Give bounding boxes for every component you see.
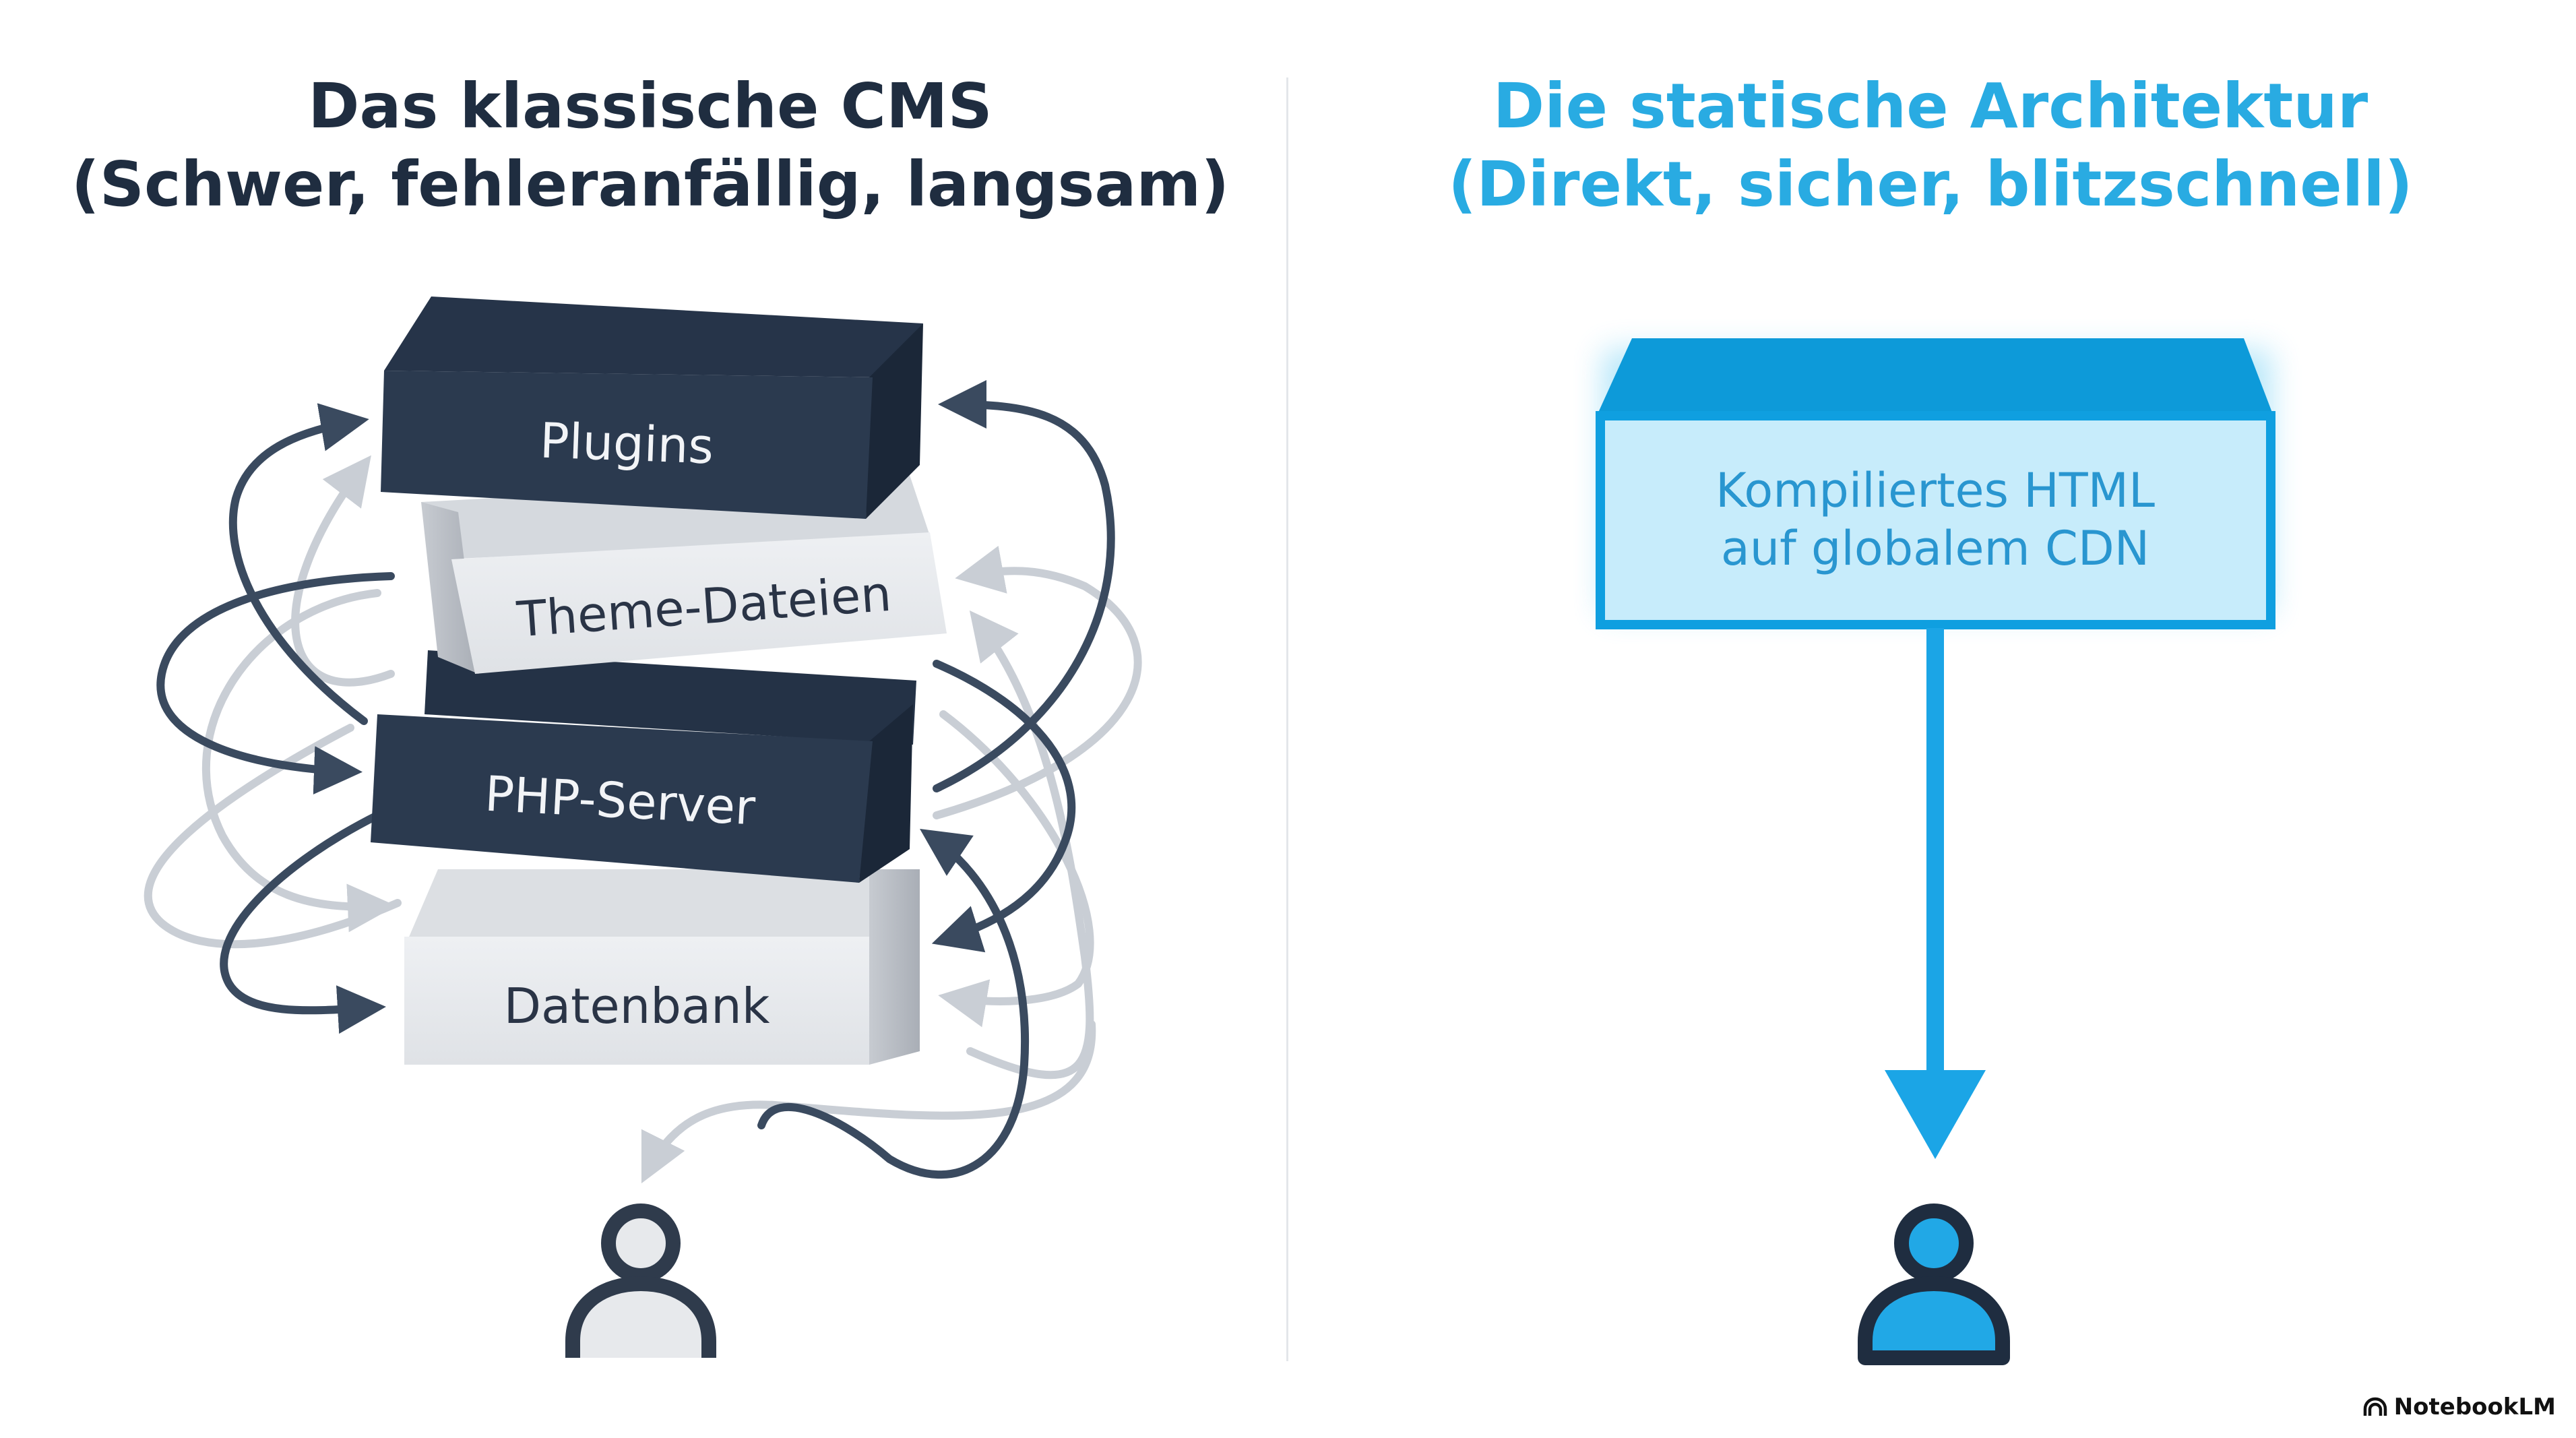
arrow-light-1 xyxy=(201,589,396,933)
cdn-box-lid xyxy=(1598,338,2272,412)
block-plugins: Plugins xyxy=(381,296,923,519)
cdn-label-line2: auf globalem CDN xyxy=(1721,521,2149,576)
right-title-line2: (Direkt, sicher, blitzschnell) xyxy=(1448,148,2413,220)
arrow-light-6 xyxy=(966,610,1094,1080)
right-title-line1: Die statische Architektur xyxy=(1493,70,2368,142)
cdn-box: Kompiliertes HTML auf globalem CDN xyxy=(1596,338,2275,629)
panel-divider xyxy=(1286,77,1288,1361)
tangled-arrows xyxy=(144,380,1142,1184)
arrow-dark-3 xyxy=(220,811,386,1034)
left-title: Das klassische CMS (Schwer, fehleranfäll… xyxy=(34,67,1267,224)
arrow-light-3 xyxy=(291,455,395,687)
cdn-label-line1: Kompiliertes HTML xyxy=(1716,463,2155,518)
arrow-dark-6 xyxy=(757,829,1029,1179)
user-body-right xyxy=(1858,1276,2010,1365)
arrow-dark-4 xyxy=(933,380,1115,792)
block-datenbank-label: Datenbank xyxy=(504,978,770,1034)
arrow-dark-2 xyxy=(156,572,395,795)
user-head-left xyxy=(601,1203,681,1283)
user-body-left xyxy=(565,1276,716,1358)
direct-arrow-head xyxy=(1885,1070,1986,1159)
block-plugins-label: Plugins xyxy=(539,412,715,475)
arrow-dark-1 xyxy=(228,403,369,725)
brand-label: NotebookLM xyxy=(2393,1394,2556,1420)
right-title: Die statische Architektur (Direkt, siche… xyxy=(1314,67,2547,224)
block-datenbank: Datenbank xyxy=(404,869,920,1065)
arrow-light-4 xyxy=(933,545,1142,819)
arrow-light-2 xyxy=(144,724,402,949)
left-title-line2: (Schwer, fehleranfällig, langsam) xyxy=(71,148,1230,220)
brand-badge: NotebookLM xyxy=(2363,1394,2556,1420)
block-php-server: PHP-Server xyxy=(371,650,916,883)
user-head-right xyxy=(1894,1203,1974,1283)
direct-arrow xyxy=(1885,628,1986,1159)
left-title-line1: Das klassische CMS xyxy=(308,70,993,142)
arrow-light-7 xyxy=(641,1020,1096,1184)
user-icon xyxy=(565,1203,716,1358)
notebooklm-logo-icon xyxy=(2363,1397,2387,1416)
user-icon xyxy=(1858,1203,2010,1365)
